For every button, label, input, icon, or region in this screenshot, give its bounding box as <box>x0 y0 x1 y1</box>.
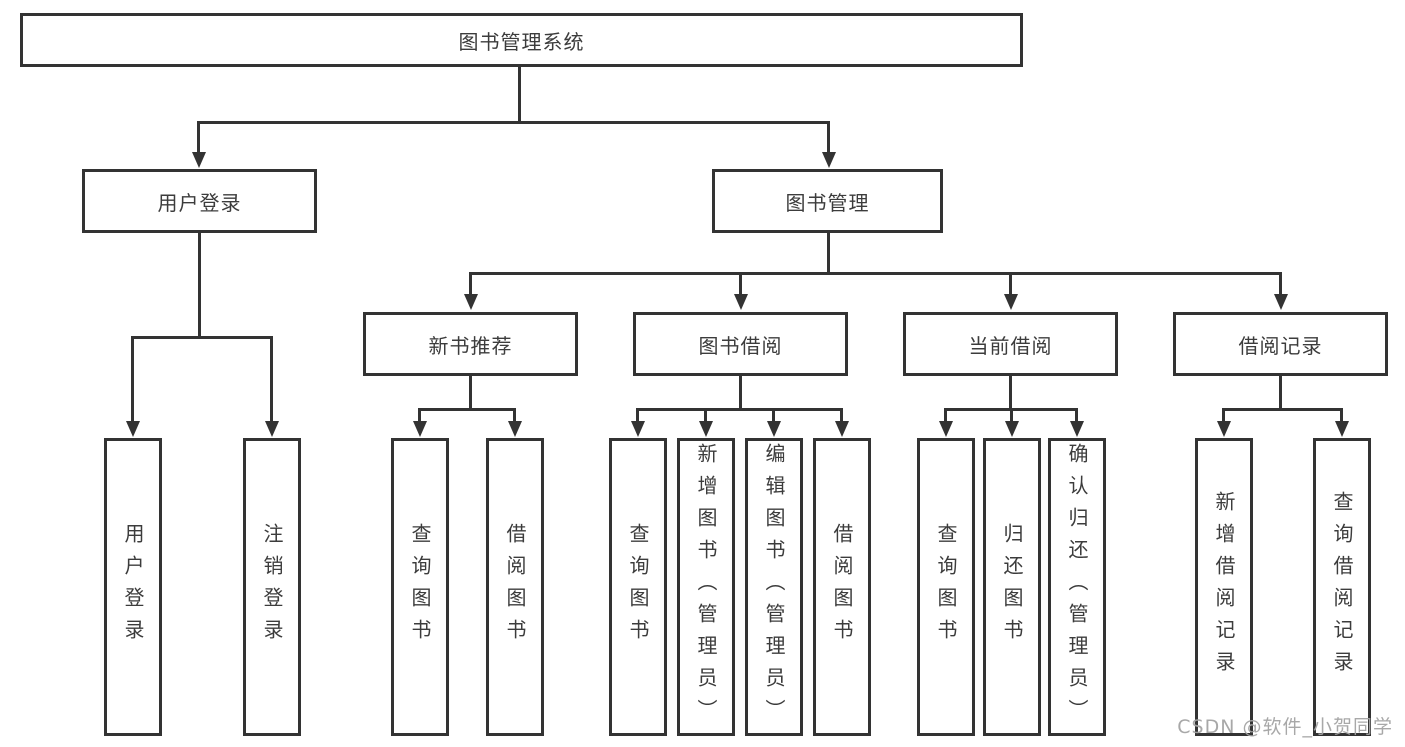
arrow-to-book-borrow <box>733 272 748 310</box>
arrow-to-bb-add-book <box>698 408 713 437</box>
node-new-book-recommend: 新书推荐 <box>363 312 578 376</box>
node-book-management: 图书管理 <box>712 169 943 233</box>
connector-stem-book-borrow <box>739 376 742 410</box>
arrow-to-leaf-user-login <box>125 336 140 437</box>
arrow-to-user-login <box>191 121 206 168</box>
connector-stem-user-login <box>198 233 201 338</box>
node-book-borrow: 图书借阅 <box>633 312 848 376</box>
csdn-watermark: CSDN @软件_小贺同学 <box>1177 716 1393 738</box>
arrow-to-rec-query-book <box>412 408 427 437</box>
leaf-bb-edit-book-admin: 编辑图书（管理员） <box>745 438 803 736</box>
arrow-to-new-book-rec <box>463 272 478 310</box>
arrow-to-cb-query-book <box>938 408 953 437</box>
arrow-to-borrow-records <box>1273 272 1288 310</box>
arrow-to-book-mgmt <box>821 121 836 168</box>
leaf-cb-query-book: 查询图书 <box>917 438 975 736</box>
connector-stem-current-borrow <box>1009 376 1012 410</box>
leaf-rec-query-book: 查询图书 <box>391 438 449 736</box>
leaf-user-login: 用户登录 <box>104 438 162 736</box>
arrow-to-bb-edit-book <box>766 408 781 437</box>
arrow-to-cb-return-book <box>1004 408 1019 437</box>
node-current-borrow: 当前借阅 <box>903 312 1118 376</box>
arrow-to-br-add-record <box>1216 408 1231 437</box>
leaf-br-add-record: 新增借阅记录 <box>1195 438 1253 736</box>
node-root: 图书管理系统 <box>20 13 1023 67</box>
connector-branch-borrow-records <box>1222 408 1343 411</box>
connector-stem-book-mgmt <box>827 233 830 274</box>
leaf-cb-confirm-return-admin: 确认归还（管理员） <box>1048 438 1106 736</box>
arrow-to-br-query-record <box>1334 408 1349 437</box>
connector-branch-level2 <box>197 121 830 124</box>
node-user-login: 用户登录 <box>82 169 317 233</box>
arrow-to-rec-borrow-book <box>507 408 522 437</box>
connector-stem-new-book-rec <box>469 376 472 410</box>
arrow-to-bb-borrow-book <box>834 408 849 437</box>
arrow-to-leaf-logout <box>264 336 279 437</box>
leaf-cb-return-book: 归还图书 <box>983 438 1041 736</box>
arrow-to-bb-query-book <box>630 408 645 437</box>
connector-branch-level3 <box>469 272 1281 275</box>
leaf-rec-borrow-book: 借阅图书 <box>486 438 544 736</box>
connector-branch-user-login <box>131 336 273 339</box>
leaf-bb-borrow-book: 借阅图书 <box>813 438 871 736</box>
connector-branch-new-book-rec <box>418 408 515 411</box>
connector-stem-root <box>518 67 521 123</box>
leaf-br-query-record: 查询借阅记录 <box>1313 438 1371 736</box>
node-borrow-records: 借阅记录 <box>1173 312 1388 376</box>
arrow-to-current-borrow <box>1003 272 1018 310</box>
leaf-bb-add-book-admin: 新增图书（管理员） <box>677 438 735 736</box>
connector-branch-book-borrow <box>636 408 843 411</box>
leaf-bb-query-book: 查询图书 <box>609 438 667 736</box>
leaf-logout: 注销登录 <box>243 438 301 736</box>
connector-stem-borrow-records <box>1279 376 1282 410</box>
arrow-to-cb-confirm-return <box>1069 408 1084 437</box>
